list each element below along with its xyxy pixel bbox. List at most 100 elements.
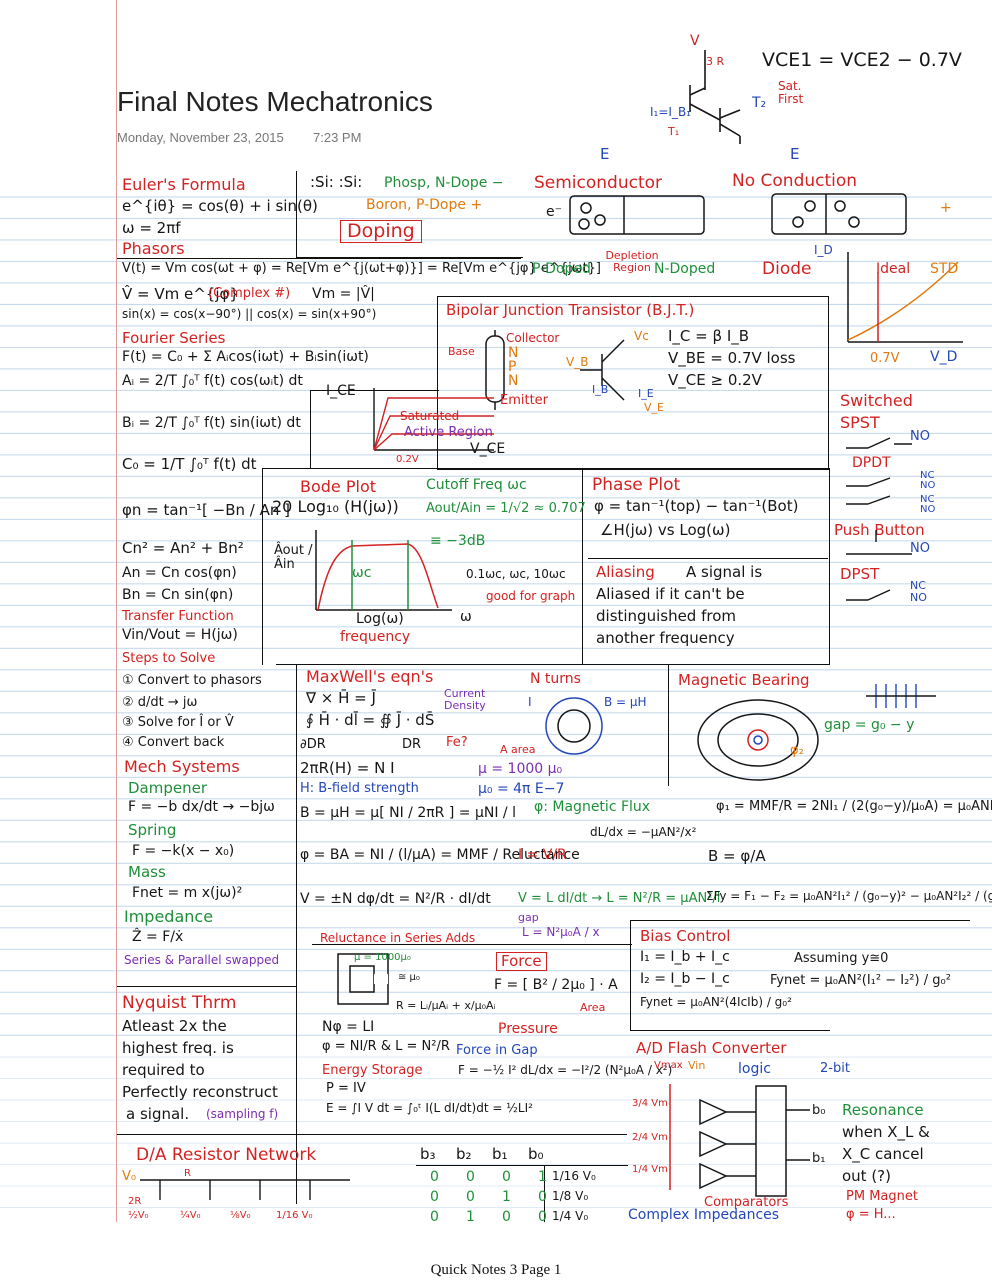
ohm-analog: I = V/R bbox=[518, 847, 567, 863]
bias-i1: I₁ = I_b + I_c bbox=[640, 949, 730, 965]
sat-first-note: Sat. First bbox=[778, 79, 804, 107]
active-region: Active Region bbox=[404, 425, 493, 440]
truth-table-cell: 0 bbox=[430, 1209, 439, 1222]
tt-h1: b₂ bbox=[456, 1145, 472, 1163]
truth-table-cell: 0 bbox=[502, 1209, 511, 1222]
maxwell-heading: MaxWell's eqn's bbox=[306, 667, 434, 686]
vc-label: Vc bbox=[634, 329, 649, 343]
impedance-eq: Ẑ = F/ẋ bbox=[132, 929, 184, 945]
bearing-b: B = φ/A bbox=[708, 847, 766, 865]
gap-force-eq: F = −½ I² dL/dx = −I²/2 (N²μ₀A / x²) bbox=[458, 1063, 673, 1077]
phasors-heading: Phasors bbox=[122, 239, 185, 258]
truth-table-cell: 0 bbox=[538, 1189, 547, 1205]
fourier-eq1: F(t) = C₀ + Σ Aᵢcos(iωt) + Bᵢsin(iωt) bbox=[122, 349, 369, 365]
fourier-eq7: An = Cn cos(φn) bbox=[122, 565, 237, 581]
da-heading: D/A Resistor Network bbox=[136, 1145, 317, 1165]
bearing-diagram bbox=[697, 699, 819, 781]
id-axis: I_D bbox=[814, 243, 833, 257]
bias-left bbox=[630, 920, 631, 1030]
mu-1000: μ = 1000μ₀ bbox=[354, 952, 411, 963]
adc-14: 1/4 Vm bbox=[632, 1164, 668, 1175]
da-resistor-ladder bbox=[140, 1179, 350, 1200]
bearing-flux: φ₁ = MMF/R = 2NI₁ / (2(g₀−y)/μ₀A) = μ₀AN… bbox=[716, 799, 992, 814]
pressure-label: Pressure bbox=[498, 1021, 558, 1037]
bearing-heading: Magnetic Bearing bbox=[678, 671, 810, 689]
da-2r: 2R bbox=[128, 1196, 142, 1207]
dl-dx: dL/dx = −μAN²/x² bbox=[590, 825, 697, 839]
phase-divider bbox=[582, 468, 583, 664]
bias-i2: I₂ = I_b − I_c bbox=[640, 971, 730, 987]
phi-l-relation: φ = NI/R & L = N²/R bbox=[322, 1039, 450, 1054]
truth-table-output: 1/4 V₀ bbox=[552, 1209, 589, 1222]
resonance-heading: Resonance bbox=[842, 1101, 924, 1119]
truth-table-cell: 0 bbox=[466, 1169, 475, 1185]
da-sixteenth: 1/16 V₀ bbox=[276, 1210, 313, 1221]
efield-right: E bbox=[790, 145, 800, 163]
saturated-label: Saturated bbox=[400, 409, 460, 423]
ve-label: V_E bbox=[644, 401, 664, 414]
ic-eq: I_C = β I_B bbox=[668, 327, 750, 345]
resonance-l4: out (?) bbox=[842, 1167, 891, 1185]
mass-label: Mass bbox=[128, 863, 166, 881]
cutoff-label: Cutoff Freq ωc bbox=[426, 477, 527, 493]
v-label: V bbox=[690, 33, 700, 49]
force-heading: Force bbox=[496, 952, 547, 971]
r3-label: 3 R bbox=[706, 55, 725, 68]
si-atoms: :Si: :Si: bbox=[310, 173, 363, 191]
complex-impedances: Complex Impedances bbox=[628, 1207, 780, 1222]
phase-heading: Phase Plot bbox=[592, 475, 681, 495]
nturns-heading: N turns bbox=[530, 671, 581, 687]
truth-table-output: 1/16 V₀ bbox=[552, 1169, 596, 1183]
aliasing-l2: Aliased if it can't be bbox=[596, 585, 745, 603]
aliasing-l3: distinguished from bbox=[596, 607, 737, 625]
tt-h2: b₁ bbox=[492, 1145, 508, 1163]
phasor-eq1: V(t) = Vm cos(ωt + φ) = Re[Vm e^{j(ωt+φ)… bbox=[122, 261, 602, 276]
adc-logic: logic bbox=[738, 1061, 771, 1077]
adc-24: 2/4 Vm bbox=[632, 1132, 668, 1143]
gap-inductance: L = N²μ₀A / x bbox=[522, 925, 600, 939]
fourier-eq3: Bᵢ = 2/T ∫₀ᵀ f(t) sin(iωt) dt bbox=[122, 415, 301, 431]
mu-zero: μ₀ = 4π E−7 bbox=[478, 781, 565, 797]
adc-b0: b₀ bbox=[812, 1103, 826, 1118]
adc-2bit: 2-bit bbox=[820, 1061, 850, 1076]
bias-top bbox=[630, 920, 970, 921]
darlington-diagram bbox=[689, 50, 741, 144]
toroid-diagram bbox=[545, 697, 603, 755]
truth-table-cell: 1 bbox=[502, 1189, 511, 1205]
b-mu-h: B = μH bbox=[604, 695, 647, 709]
pn-junction-diagrams: e⁻ + bbox=[546, 193, 952, 235]
fourier-eq5: φn = tan⁻¹[ −Bn / An ] bbox=[122, 501, 290, 519]
spst-label: SPST bbox=[840, 413, 880, 432]
spring-eq: F = −k(x − x₀) bbox=[132, 843, 235, 859]
da-top bbox=[117, 1134, 627, 1135]
decade-ticks: 0.1ωc, ωc, 10ωc bbox=[466, 567, 566, 581]
step-3: ③ Solve for Î or V̂ bbox=[122, 715, 234, 730]
bjt-heading: Bipolar Junction Transistor (B.J.T.) bbox=[446, 301, 695, 319]
minus3db: ≡ −3dB bbox=[430, 533, 486, 549]
nyquist-line4: Perfectly reconstruct bbox=[122, 1083, 278, 1101]
da-quarter: ¼V₀ bbox=[180, 1210, 201, 1221]
bode-yaxis: Âout / Âin bbox=[274, 543, 313, 573]
v07-label: 0.7V bbox=[870, 351, 900, 366]
b-field-eq: B = μH = μ[ NI / 2πR ] = μNI / l bbox=[300, 805, 516, 821]
sin-cos-identity: sin(x) = cos(x−90°) || cos(x) = sin(x+90… bbox=[122, 307, 377, 321]
depletion-region: Depletion Region bbox=[605, 249, 659, 275]
flux-eq: φ = BA = NI / (l/μA) = MMF / Reluctance bbox=[300, 847, 580, 863]
dpdt-no1: NO bbox=[920, 480, 936, 491]
push-button-label: Push Button bbox=[834, 521, 925, 539]
bearing-coil-sketch bbox=[866, 684, 936, 708]
base-label: Base bbox=[448, 345, 475, 358]
maxwell-eq1: ∇ × H̄ = J̄ bbox=[306, 689, 376, 707]
svg-text:e⁻: e⁻ bbox=[546, 204, 562, 220]
std-label: STD bbox=[930, 261, 959, 277]
spst-no: NO bbox=[910, 429, 930, 444]
nyquist-line5: a signal. bbox=[126, 1105, 190, 1123]
magnetic-flux: φ: Magnetic Flux bbox=[534, 799, 651, 815]
efield-left: E bbox=[600, 145, 610, 163]
energy-storage: Energy Storage bbox=[322, 1063, 423, 1078]
gap-relation: gap = g₀ − y bbox=[824, 717, 915, 733]
inductance-eq: V = L dI/dt → L = N²/R = μAN²/l bbox=[518, 891, 721, 906]
adc-vmax: Vmax bbox=[654, 1060, 683, 1071]
da-half: ½V₀ bbox=[128, 1210, 149, 1221]
collector-label: Collector bbox=[506, 331, 560, 345]
